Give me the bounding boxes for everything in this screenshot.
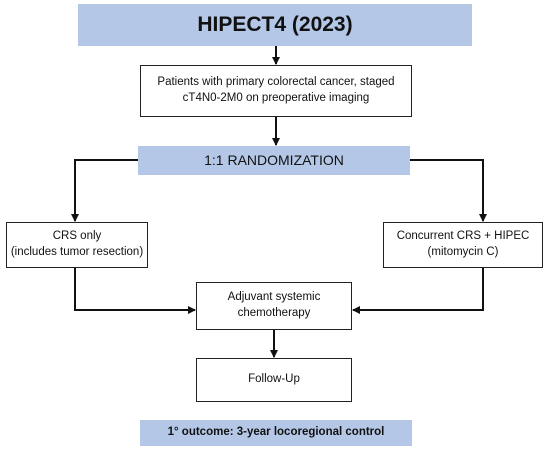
arrow-randomization-to-crs: [71, 159, 138, 222]
follow-up-text: Follow-Up: [248, 373, 300, 386]
primary-outcome-box: 1° outcome: 3-year locoregional control: [140, 420, 412, 446]
crs-hipec-line-1: Concurrent CRS + HIPEC: [396, 230, 530, 243]
diagram-title-text: HIPECT4 (2023): [197, 12, 353, 36]
crs-only-box: CRS only (includes tumor resection): [6, 222, 148, 268]
follow-up-box: Follow-Up: [196, 358, 352, 402]
randomization-box: 1:1 RANDOMIZATION: [138, 146, 410, 175]
patients-box: Patients with primary colorectal cancer,…: [140, 65, 412, 117]
patients-line-2: cT4N0-2M0 on preoperative imaging: [182, 92, 370, 104]
randomization-text: 1:1 RANDOMIZATION: [204, 152, 344, 169]
arrow-randomization-to-hipec: [410, 159, 487, 222]
crs-hipec-box: Concurrent CRS + HIPEC (mitomycin C): [383, 222, 543, 268]
adjuvant-line-1: Adjuvant systemic: [227, 291, 321, 304]
primary-outcome-text: 1° outcome: 3-year locoregional control: [167, 426, 385, 439]
adjuvant-line-2: chemotherapy: [237, 307, 311, 319]
arrow-hipec-to-adjuvant: [352, 268, 484, 314]
crs-hipec-line-2: (mitomycin C): [427, 246, 499, 258]
crs-only-line-1: CRS only: [52, 230, 102, 243]
patients-line-1: Patients with primary colorectal cancer,…: [157, 76, 395, 89]
arrow-crs-to-adjuvant: [74, 268, 196, 314]
adjuvant-chemotherapy-box: Adjuvant systemic chemotherapy: [196, 282, 352, 330]
diagram-title: HIPECT4 (2023): [78, 4, 472, 46]
crs-only-line-2: (includes tumor resection): [10, 246, 144, 258]
